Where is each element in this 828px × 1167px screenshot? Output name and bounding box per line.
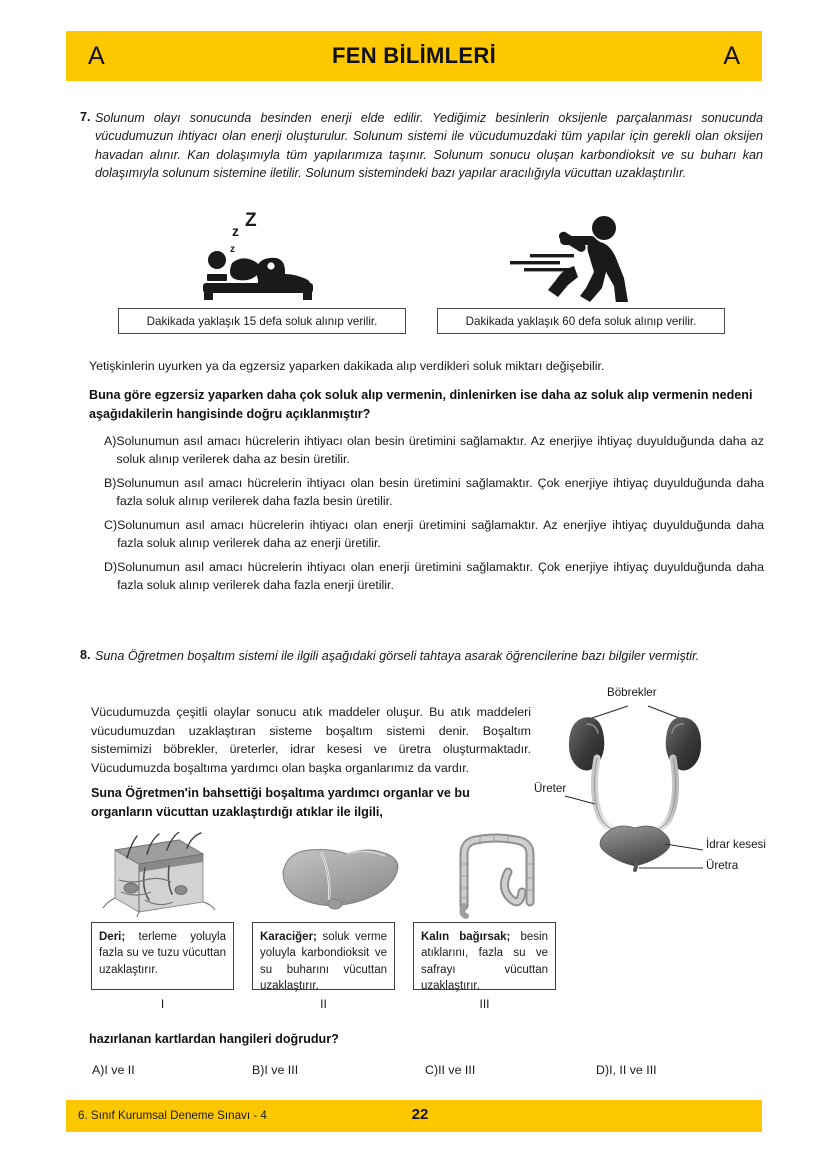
question-8-number: 8. [80,648,91,662]
liver-image [275,838,400,921]
question-7-option-c[interactable]: C) Solunumun asıl amacı hücrelerin ihtiy… [104,516,764,552]
card-i: Deri; terleme yoluyla fazla su ve tuzu v… [91,922,234,990]
q8-option-c-letter: C) [425,1063,439,1077]
question-7-stem: Solunum olayı sonucunda besinden enerji … [95,111,763,181]
svg-text:Z: Z [245,210,257,231]
running-person-icon [500,206,650,307]
page-header-banner: A FEN BİLİMLERİ A [66,31,762,81]
caption-box-sleeping: Dakikada yaklaşık 15 defa soluk alınıp v… [118,308,406,334]
card-i-text: terleme yoluyla fazla su ve tuzu vücutta… [99,931,226,976]
question-7-note: Yetişkinlerin uyurken ya da egzersiz yap… [89,359,605,373]
diagram-label-bladder: İdrar kesesi [706,838,766,851]
footer-page-number: 22 [411,1106,429,1123]
caption-box-running: Dakikada yaklaşık 60 defa soluk alınıp v… [437,308,725,334]
q8-option-b-letter: B) [252,1063,265,1077]
card-ii-numeral: II [320,997,327,1011]
q8-option-a-text: I ve II [104,1063,135,1077]
question-8-option-b[interactable]: B) I ve III [252,1061,298,1079]
question-7-option-b[interactable]: B) Solunumun asıl amacı hücrelerin ihtiy… [104,474,764,510]
option-c-text: Solunumun asıl amacı hücrelerin ihtiyacı… [117,518,764,551]
question-8-stem: Suna Öğretmen boşaltım sistemi ile ilgil… [95,649,700,663]
question-8-body: Vücudumuzda çeşitli olaylar sonucu atık … [91,705,531,775]
option-c-letter: C) [104,518,118,532]
question-7-option-d[interactable]: D) Solunumun asıl amacı hücrelerin ihtiy… [104,558,764,594]
diagram-label-ureter: Üreter [534,782,567,795]
sleeping-person-icon: Z z z [185,208,335,312]
q8-option-b-text: I ve III [264,1063,299,1077]
q8-option-a-letter: A) [92,1063,105,1077]
footer-exam-name: 6. Sınıf Kurumsal Deneme Sınavı - 4 [78,1109,267,1122]
question-8-question: hazırlanan kartlardan hangileri doğrudur… [89,1032,339,1046]
option-d-letter: D) [104,560,118,574]
card-ii-text: soluk verme yoluyla karbondioksit ve su … [260,931,387,992]
card-iii-organ: Kalın bağırsak; [421,931,511,943]
page-title: FEN BİLİMLERİ [331,43,496,68]
question-8-prompt: Suna Öğretmen'in bahsettiği boşaltıma ya… [91,786,470,819]
question-7-prompt: Buna göre egzersiz yaparken daha çok sol… [89,388,753,421]
question-7-number: 7. [80,110,91,124]
svg-text:z: z [230,244,235,255]
card-i-organ: Deri; [99,931,126,943]
card-iii: Kalın bağırsak; besin atıklarını, fazla … [413,922,556,992]
option-b-text: Solunumun asıl amacı hücrelerin ihtiyacı… [116,476,764,509]
diagram-label-urethra: Üretra [706,859,739,872]
booklet-letter-right: A [723,41,740,70]
question-8-option-a[interactable]: A) I ve II [92,1061,135,1079]
question-8-option-c[interactable]: C) II ve III [425,1061,475,1079]
option-a-text: Solunumun asıl amacı hücrelerin ihtiyacı… [116,434,764,467]
urinary-system-diagram [535,686,785,886]
svg-text:z: z [232,223,239,239]
question-8-option-d[interactable]: D) I, II ve III [596,1061,657,1079]
large-intestine-image [450,828,545,925]
option-b-letter: B) [104,476,117,490]
page-footer-banner [66,1100,762,1132]
card-iii-text: besin atıklarını, fazla su ve safrayı vü… [421,931,548,992]
q8-option-d-letter: D) [596,1063,610,1077]
question-7-option-a[interactable]: A) Solunumun asıl amacı hücrelerin ihtiy… [104,432,764,468]
option-d-text: Solunumun asıl amacı hücrelerin ihtiyacı… [117,560,764,593]
card-iii-numeral: III [479,997,490,1011]
booklet-letter-left: A [88,41,105,70]
option-a-letter: A) [104,434,117,448]
card-ii: Karaciğer; soluk verme yoluyla karbondio… [252,922,395,992]
card-i-numeral: I [160,997,165,1011]
skin-cross-section-image [97,831,217,922]
q8-option-d-text: I, II ve III [609,1063,657,1077]
card-ii-organ: Karaciğer; [260,931,317,943]
diagram-label-kidneys: Böbrekler [607,686,657,699]
q8-option-c-text: II ve III [438,1063,476,1077]
